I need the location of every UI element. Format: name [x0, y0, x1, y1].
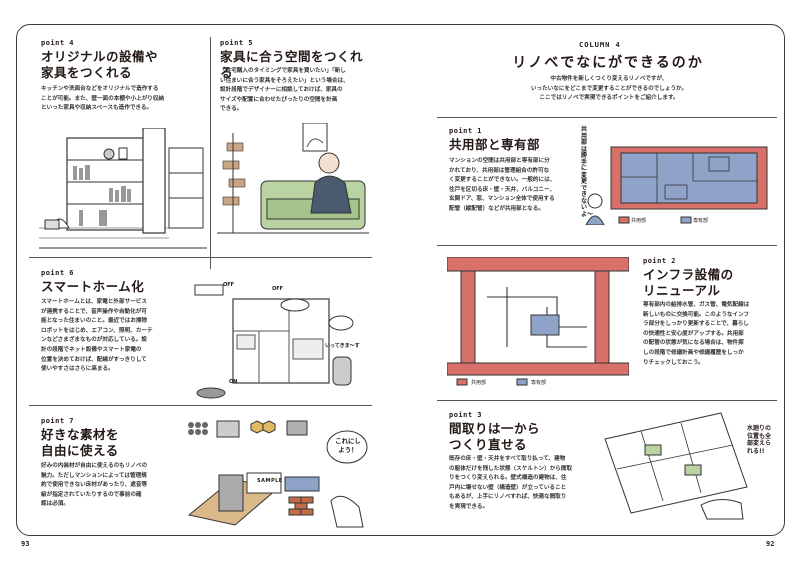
page-number-left: 93 [21, 540, 30, 548]
materials-illustration [187, 420, 368, 528]
speech-off: OFF [272, 286, 284, 292]
legend-private: 専有部 [531, 380, 547, 386]
speech-off: OFF [223, 282, 235, 288]
floorplan-drawing-illustration [604, 412, 748, 520]
speech-bubble: 水廻りの位置も全部変えられる!! [747, 425, 772, 455]
divider [437, 117, 777, 118]
point-label: point 7 [41, 417, 75, 425]
speech-voice: いってきま〜す [325, 343, 360, 349]
point-label: point 1 [449, 127, 483, 135]
sofa-illustration [217, 123, 369, 234]
divider [437, 400, 777, 401]
point-body: スマートホームとは、家電と外部サービスが連携することで、音声操作や自動化が可能と… [41, 299, 153, 373]
point-label: point 2 [643, 257, 677, 265]
divider [210, 37, 211, 269]
bookshelf-illustration [39, 128, 207, 249]
column-label: COLUMN 4 [579, 41, 621, 49]
point-label: point 4 [41, 39, 75, 47]
point-title: 家具に合う空間をつくれる [220, 49, 364, 80]
point-body: 「住宅購入のタイミングで家具を買いたい」「新しい住まいに合う家具をそろえたい」と… [220, 68, 349, 113]
magazine-spread: point 4 オリジナルの設備や家具をつくれる キッチンや洗面台などをオリジナ… [16, 24, 785, 536]
point-title: 共用部と専有部 [449, 137, 541, 152]
point-body: 好みの内装材が自由に使えるのもリノベの魅力。ただしマンションによっては管理規約で… [41, 463, 148, 508]
column-intro: 中古物件を新しくつくり変えるリノベですが、いったいなにをどこまで変更することがで… [530, 76, 688, 102]
point-body: マンションの空間は共用部と専有部に分かれており、共用部は管理組合の許可なく変更す… [449, 158, 556, 212]
speech-on: ON [229, 379, 238, 385]
page-number-right: 92 [766, 540, 775, 548]
point-label: point 5 [220, 39, 254, 47]
point-body: 既存の床・壁・天井をすべて取り払って、建物の躯体だけを残した状態（スケルトン）か… [449, 456, 573, 510]
point-label: point 3 [449, 411, 483, 419]
character-illustration [585, 193, 605, 225]
infrastructure-illustration [447, 257, 629, 386]
divider [437, 245, 777, 246]
column-title: リノベでなにができるのか [512, 55, 704, 71]
speech-bubble: 共用部は勝手に変更できないよ〜 [581, 126, 594, 218]
point-title: 好きな素材を自由に使える [41, 427, 120, 458]
divider [29, 405, 372, 406]
point-title: インフラ設備のリニューアル [643, 267, 734, 298]
point-label: point 6 [41, 269, 75, 277]
floorplan-common-private [610, 146, 768, 224]
legend-common: 共用部 [471, 380, 487, 386]
point-title: スマートホーム化 [41, 279, 145, 294]
legend-private: 専有部 [693, 218, 709, 224]
speech-bubble: これにしよう！ [335, 437, 361, 454]
point-title: 間取りは一からつくり直せる [449, 421, 541, 452]
point-body: キッチンや洗面台などをオリジナルで造作することが可能。また、壁一面の本棚や小上が… [41, 86, 165, 112]
point-body: 専有部内の給排水管、ガス管、電気配線は新しいものに交換可能。このようなインフラ部… [643, 302, 750, 366]
sample-label: SAMPLE [257, 478, 283, 484]
legend-common: 共用部 [631, 218, 647, 224]
smart-home-illustration [194, 284, 354, 399]
point-title: オリジナルの設備や家具をつくれる [41, 49, 159, 80]
divider [29, 257, 372, 258]
